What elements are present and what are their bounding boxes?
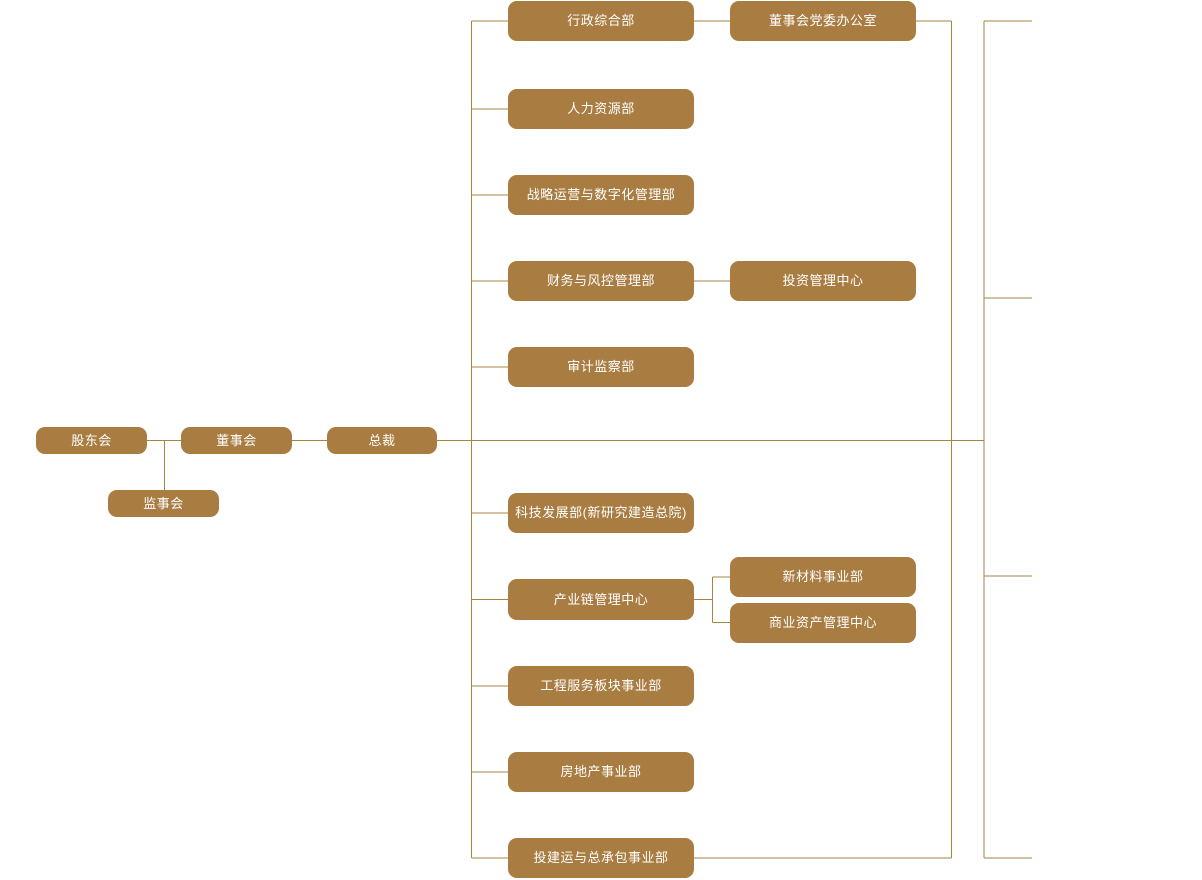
node-commercial-asset[interactable]: 商业资产管理中心 bbox=[730, 603, 916, 643]
node-epc[interactable]: 投建运与总承包事业部 bbox=[508, 838, 694, 878]
node-party-office[interactable]: 董事会党委办公室 bbox=[730, 1, 916, 41]
node-audit[interactable]: 审计监察部 bbox=[508, 347, 694, 387]
node-president[interactable]: 总裁 bbox=[327, 427, 437, 454]
node-shareholders[interactable]: 股东会 bbox=[36, 427, 147, 454]
node-supervisors[interactable]: 监事会 bbox=[108, 490, 219, 517]
node-board[interactable]: 董事会 bbox=[181, 427, 292, 454]
node-investment-center[interactable]: 投资管理中心 bbox=[730, 261, 916, 301]
node-hr[interactable]: 人力资源部 bbox=[508, 89, 694, 129]
node-strategy[interactable]: 战略运营与数字化管理部 bbox=[508, 175, 694, 215]
node-new-material[interactable]: 新材料事业部 bbox=[730, 557, 916, 597]
node-chain[interactable]: 产业链管理中心 bbox=[508, 579, 694, 620]
node-finance[interactable]: 财务与风控管理部 bbox=[508, 261, 694, 301]
node-realestate[interactable]: 房地产事业部 bbox=[508, 752, 694, 792]
node-engsvc[interactable]: 工程服务板块事业部 bbox=[508, 666, 694, 706]
node-tech[interactable]: 科技发展部(新研究建造总院) bbox=[508, 493, 694, 533]
node-admin[interactable]: 行政综合部 bbox=[508, 1, 694, 41]
